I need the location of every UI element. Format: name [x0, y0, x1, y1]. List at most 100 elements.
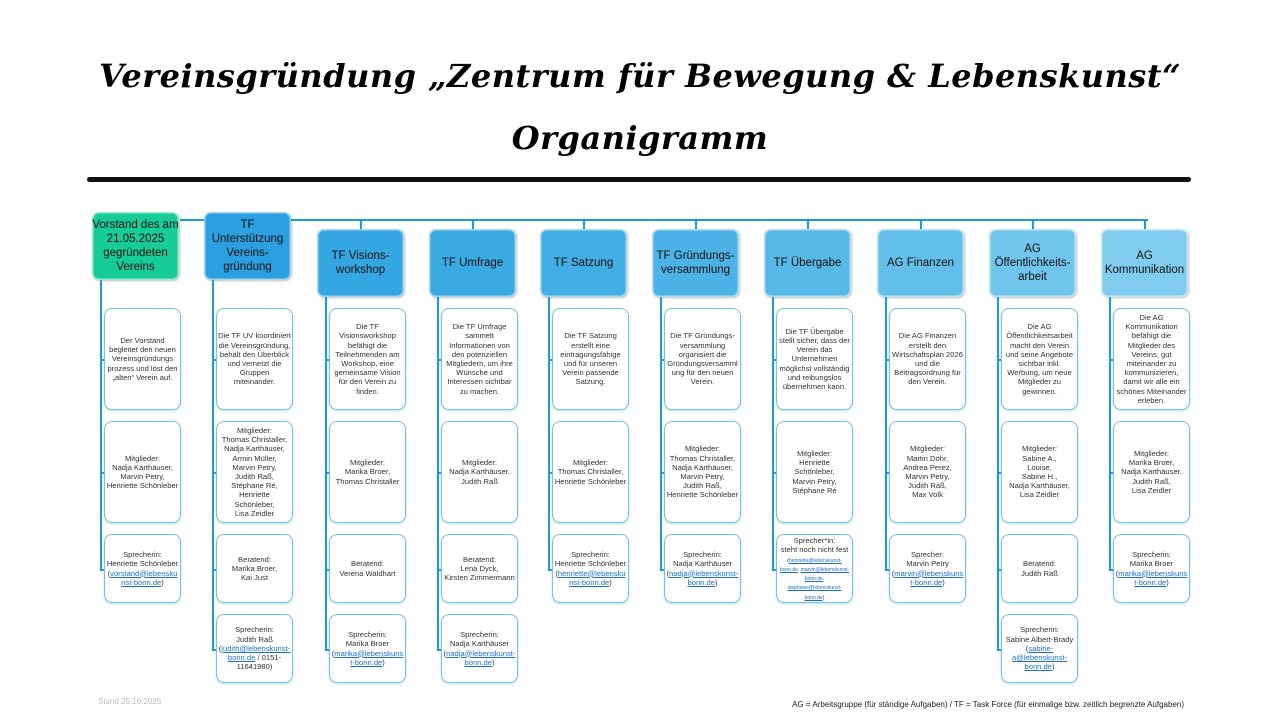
branch-line	[660, 472, 666, 474]
column-header[interactable]: TF Satzung	[540, 229, 627, 297]
branch-line	[548, 568, 554, 571]
box-text: Mitglieder: Thomas Christaller, Nadja Ka…	[666, 444, 739, 500]
box-text: Mitglieder: Nadja Karthäuser, Marvin Pet…	[106, 453, 179, 491]
branch-line	[212, 648, 218, 651]
people-box: Mitglieder: Nadja Karthäuser, Judith Raß	[441, 421, 518, 523]
header-connector-line	[472, 219, 474, 229]
box-text: Die TF Übergabe stellt sicher, dass der …	[779, 326, 850, 391]
branch-line	[212, 359, 218, 361]
branch-line	[772, 359, 778, 361]
column-spine-line	[100, 280, 102, 570]
people-box: Beratend: Lena Dyck, Kirsten Zimmermann	[441, 534, 518, 603]
box-text: Sprecherin: Marika Broer (marika@lebensk…	[1115, 550, 1188, 587]
column-header-label: TF Unterstützung Vereins-gründung	[211, 219, 284, 273]
branch-line	[212, 472, 218, 474]
branch-line	[437, 648, 443, 651]
box-text: Mitglieder: Nadja Karthäuser, Judith Raß	[449, 458, 510, 486]
column-header[interactable]: TF Übergabe	[764, 229, 851, 297]
people-box: Mitglieder: Henriette Schönleber, Marvin…	[776, 421, 853, 523]
title-divider	[87, 177, 1191, 182]
email-link[interactable]: nadja@lebenskunst-bonn.de	[669, 568, 739, 587]
speaker-box: Sprecherin: Judith Raß (judith@lebenskun…	[216, 614, 293, 683]
branch-line	[100, 359, 106, 361]
title-line-1: Vereinsgründung „Zentrum für Bewegung & …	[99, 57, 1181, 95]
header-connector-line	[583, 219, 585, 229]
box-text: Mitglieder: Thomas Christaller, Nadja Ka…	[221, 425, 288, 518]
box-text: Mitglieder: Henriette Schönleber, Marvin…	[792, 448, 837, 495]
branch-line	[885, 359, 891, 361]
people-box: Beratend: Verena Waldhart	[329, 534, 406, 603]
branch-line	[1109, 359, 1115, 361]
box-text: Sprecherin: Henriette Schönleber (henrie…	[554, 550, 627, 587]
box-text: Sprecherin: Henriette Schönleber (vorsta…	[106, 550, 179, 587]
email-link[interactable]: marika@lebenskunst-bonn.de	[334, 648, 404, 667]
email-link[interactable]: nadja@lebenskunst-bonn.de	[446, 648, 516, 667]
email-link[interactable]: judith@lebenskunst-bonn.de	[221, 643, 291, 663]
column-header-label: TF Visions-workshop	[331, 250, 390, 276]
description-box: Die TF Umfrage sammelt Informationen von…	[441, 308, 518, 410]
box-text: Sprecher*in: steht noch nicht fest (henr…	[779, 536, 850, 601]
description-box: Die AG Finanzen erstellt den Wirtschafts…	[889, 308, 966, 410]
box-text: Beratend: Marika Broer, Kai Just	[231, 554, 278, 583]
people-box: Mitglieder: Thomas Christaller, Nadja Ka…	[216, 421, 293, 523]
email-link[interactable]: marika@lebenskunst-bonn.de	[1118, 568, 1188, 587]
box-text: Beratend: Verena Waldhart	[339, 559, 396, 578]
email-link[interactable]: henriette@lebenskunst-bonn.de	[557, 568, 626, 587]
email-link[interactable]: marvin@lebenskunst-bonn.de	[894, 568, 964, 587]
column-header[interactable]: AG Finanzen	[877, 229, 964, 297]
column-spine-line	[772, 297, 774, 570]
column-header[interactable]: TF Umfrage	[429, 229, 516, 297]
people-box: Mitglieder: Sabine A., Louise, Sabine H.…	[1001, 421, 1078, 523]
branch-line	[548, 472, 554, 474]
column-header-label: AG Öffentlichkeits-arbeit	[994, 243, 1071, 283]
description-box: Die AG Kommunikation befähigt die Mitgli…	[1113, 308, 1190, 410]
description-box: Die AG Öffentlichkeitsarbeit macht den V…	[1001, 308, 1078, 410]
speaker-box: Sprecherin: Marika Broer (marika@lebensk…	[329, 614, 406, 683]
branch-line	[885, 472, 891, 474]
branch-line	[997, 648, 1003, 651]
box-text: Die TF Umfrage sammelt Informationen von…	[446, 322, 513, 396]
description-box: Der Vorstand begleitet den neuen Vereins…	[104, 308, 181, 410]
box-text: Beratend: Judith Raß	[1021, 559, 1058, 578]
email-link[interactable]: vorstand@lebenskunst-bonn.de	[110, 568, 178, 587]
box-text: Mitglieder: Thomas Christaller, Henriett…	[554, 458, 627, 486]
people-box: Mitglieder: Thomas Christaller, Nadja Ka…	[664, 421, 741, 523]
column-header-label: TF Gründungs-versammlung	[656, 250, 735, 276]
branch-line	[325, 568, 331, 571]
people-box: Mitglieder: Marika Broer, Nadja Karthäus…	[1113, 421, 1190, 523]
speaker-box: Sprecher: Marvin Petry (marvin@lebenskun…	[889, 534, 966, 603]
column-header-label: TF Satzung	[553, 257, 614, 269]
box-text: Sprecherin: Marika Broer (marika@lebensk…	[331, 630, 404, 667]
column-header[interactable]: TF Visions-workshop	[317, 229, 404, 297]
box-text: Sprecher: Marvin Petry (marvin@lebenskun…	[891, 550, 964, 587]
box-text: Beratend: Lena Dyck, Kirsten Zimmermann	[444, 554, 515, 583]
box-text: Mitglieder: Martin Döhr, Andrea Perez, M…	[903, 444, 952, 500]
branch-line	[885, 568, 891, 571]
column-spine-line	[660, 297, 662, 570]
column-header[interactable]: AG Öffentlichkeits-arbeit	[989, 229, 1076, 297]
box-text: Die AG Öffentlichkeitsarbeit macht den V…	[1005, 322, 1074, 396]
branch-line	[325, 359, 331, 361]
email-link[interactable]: henriette@lebenskunst-bonn.de	[779, 557, 842, 573]
branch-line	[997, 359, 1003, 361]
email-link[interactable]: sabine-a@lebenskunst-bonn.de	[1012, 643, 1067, 672]
branch-line	[660, 359, 666, 361]
branch-line	[997, 568, 1003, 571]
column-header[interactable]: TF Gründungs-versammlung	[652, 229, 739, 297]
header-connector-line	[1032, 219, 1034, 229]
column-header[interactable]: Vorstand des am 21.05.2025 gegründeten V…	[92, 212, 179, 280]
column-spine-line	[548, 297, 550, 570]
branch-line	[772, 568, 778, 571]
column-header-label: AG Finanzen	[886, 257, 955, 269]
column-header[interactable]: AG Kommunikation	[1101, 229, 1188, 297]
box-text: Die TF UV koordiniert die Vereinsgründun…	[218, 331, 291, 387]
column-header-label: AG Kommunikation	[1104, 250, 1185, 276]
branch-line	[548, 359, 554, 361]
header-connector-line	[360, 219, 362, 229]
email-link[interactable]: marvin@lebenskunst-bonn.de	[800, 566, 850, 583]
stand-date: Stand 25.10.2025	[98, 697, 162, 706]
column-header[interactable]: TF Unterstützung Vereins-gründung	[204, 212, 291, 280]
email-link[interactable]: stephane@lebenskunst-bonn.de	[787, 585, 842, 601]
box-text: Sprecherin: Nadja Karthäuser (nadja@lebe…	[666, 550, 739, 587]
speaker-box: Sprecherin: Nadja Karthäuser (nadja@lebe…	[441, 614, 518, 683]
